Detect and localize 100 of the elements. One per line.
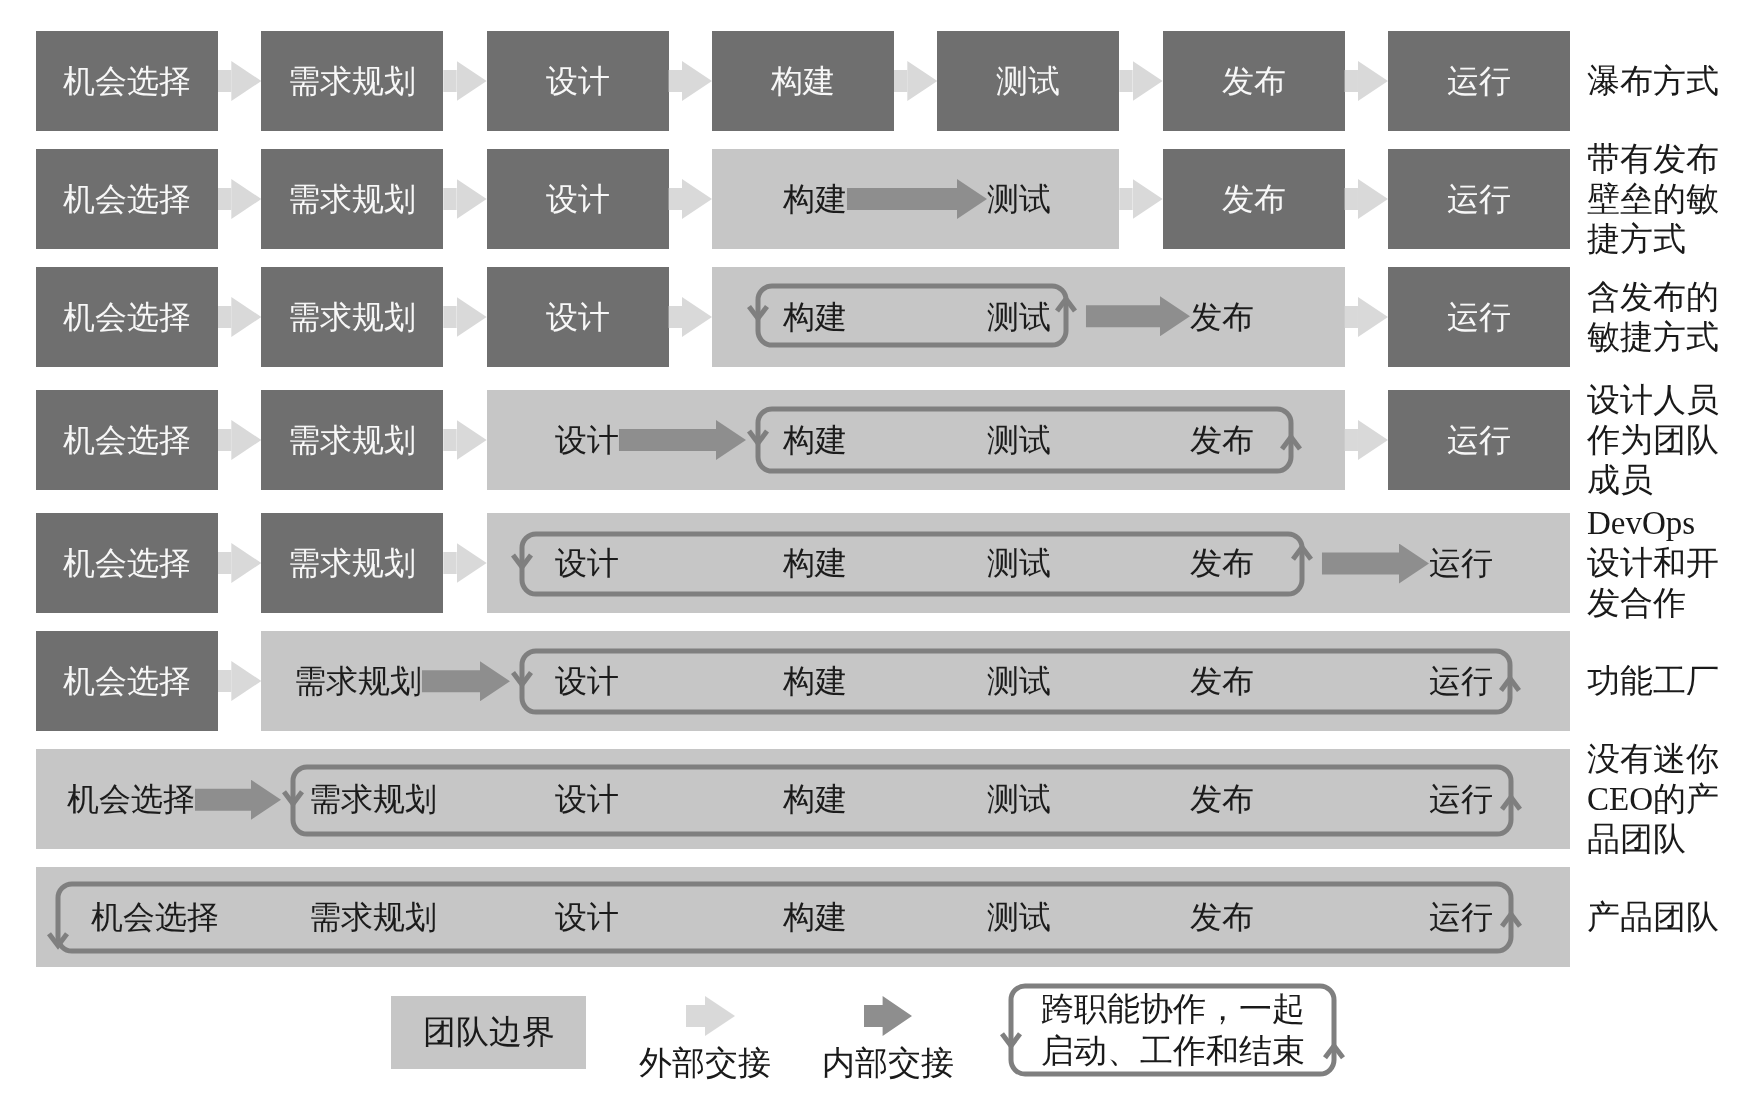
- handoff-arrow: [443, 420, 487, 460]
- handoff-arrow: [218, 297, 262, 337]
- stage-box: 需求规划: [261, 390, 444, 490]
- handoff-arrow: [1119, 179, 1163, 219]
- handoff-arrow: [218, 179, 262, 219]
- stage-label: 发布: [1190, 898, 1254, 936]
- team-band: [486, 390, 1345, 490]
- stage-label: 测试: [987, 662, 1051, 700]
- handoff-arrow: [443, 179, 487, 219]
- stage-label: 发布: [1190, 298, 1254, 336]
- handoff-arrow: [1086, 296, 1190, 337]
- row-label: DevOps设计和开发合作: [1587, 504, 1720, 623]
- handoff-arrow: [668, 61, 712, 101]
- stage-label: 构建: [783, 298, 847, 336]
- row-label: 功能工厂: [1587, 662, 1720, 701]
- stage-box: 机会选择: [36, 390, 218, 490]
- stage-box: 机会选择: [36, 31, 218, 131]
- row-label: 没有迷你CEO的产品团队: [1587, 740, 1720, 859]
- stage-label: 测试: [987, 180, 1051, 218]
- stage-box: 需求规划: [261, 31, 444, 131]
- stage-box: 运行: [1387, 267, 1570, 367]
- stage-label: 机会选择: [91, 898, 219, 936]
- stage-box: 需求规划: [261, 149, 444, 249]
- stage-label: 发布: [1190, 544, 1254, 582]
- stage-label: 测试: [987, 780, 1051, 818]
- handoff-arrow: [443, 297, 487, 337]
- stage-label: 发布: [1190, 421, 1254, 459]
- legend-label: 内部交接: [822, 1045, 954, 1083]
- stage-box: 发布: [1162, 149, 1345, 249]
- row-label: 瀑布方式: [1587, 62, 1720, 101]
- stage-label: 需求规划: [309, 780, 437, 818]
- stage-label: 设计: [555, 898, 619, 936]
- team-band: [712, 267, 1345, 367]
- stage-box: 构建: [712, 31, 894, 131]
- handoff-arrow: [443, 61, 487, 101]
- handoff-arrow: [619, 420, 746, 460]
- stage-box: 运行: [1387, 31, 1570, 131]
- handoff-arrow: [668, 179, 712, 219]
- handoff-arrow: [1344, 297, 1388, 337]
- stage-box: 机会选择: [36, 631, 218, 731]
- legend-swatch: 团队边界: [391, 996, 586, 1069]
- stage-label: 机会选择: [67, 780, 195, 818]
- handoff-arrow: [218, 543, 262, 583]
- stage-box: 机会选择: [36, 513, 218, 613]
- team-band: [261, 631, 1570, 731]
- stage-box: 机会选择: [36, 267, 218, 367]
- stage-label: 运行: [1429, 780, 1493, 818]
- stage-box: 设计: [486, 149, 669, 249]
- stage-label: 发布: [1190, 662, 1254, 700]
- handoff-arrow: [195, 779, 281, 820]
- stage-label: 测试: [987, 298, 1051, 336]
- handoff-arrow: [894, 61, 938, 101]
- stage-label: 运行: [1429, 544, 1493, 582]
- stage-label: 测试: [987, 544, 1051, 582]
- stage-label: 设计: [555, 421, 619, 459]
- handoff-arrow: [1344, 420, 1388, 460]
- stage-box: 测试: [937, 31, 1120, 131]
- stage-box: 运行: [1387, 390, 1570, 490]
- team-band: [712, 149, 1120, 249]
- stage-label: 运行: [1429, 662, 1493, 700]
- stage-label: 构建: [783, 421, 847, 459]
- row-label: 设计人员作为团队成员: [1587, 381, 1720, 500]
- handoff-arrow: [1119, 61, 1163, 101]
- stage-label: 设计: [555, 780, 619, 818]
- stage-box: 需求规划: [261, 267, 444, 367]
- team-band: [36, 867, 1570, 967]
- handoff-arrow: [218, 61, 262, 101]
- stage-label: 构建: [783, 180, 847, 218]
- handoff-arrow: [668, 297, 712, 337]
- stage-box: 运行: [1387, 149, 1570, 249]
- row-label: 含发布的敏捷方式: [1587, 278, 1720, 357]
- stage-label: 发布: [1190, 780, 1254, 818]
- stage-label: 需求规划: [294, 662, 422, 700]
- stage-box: 需求规划: [261, 513, 444, 613]
- stage-label: 构建: [783, 544, 847, 582]
- handoff-arrow: [1344, 179, 1388, 219]
- legend-label: 外部交接: [639, 1045, 771, 1083]
- stage-label: 需求规划: [309, 898, 437, 936]
- handoff-arrow: [1322, 543, 1429, 584]
- stage-box: 设计: [486, 267, 669, 367]
- stage-box: 发布: [1162, 31, 1345, 131]
- handoff-arrow: [443, 543, 487, 583]
- stage-label: 设计: [555, 662, 619, 700]
- row-label: 带有发布壁垒的敏捷方式: [1587, 140, 1720, 259]
- stage-label: 构建: [783, 780, 847, 818]
- handoff-arrow: [422, 661, 510, 702]
- handoff-arrow: [218, 420, 262, 460]
- stage-label: 构建: [783, 898, 847, 936]
- team-band: [486, 513, 1570, 613]
- legend-loop: 跨职能协作，一起启动、工作和结束: [999, 981, 1346, 1079]
- stage-label: 测试: [987, 898, 1051, 936]
- handoff-arrow: [847, 179, 987, 219]
- row-label: 产品团队: [1587, 898, 1720, 937]
- team-band: [36, 749, 1570, 849]
- stage-box: 机会选择: [36, 149, 218, 249]
- stage-label: 运行: [1429, 898, 1493, 936]
- handoff-arrow: [1344, 61, 1388, 101]
- handoff-arrow: [218, 661, 262, 701]
- stage-label: 构建: [783, 662, 847, 700]
- stage-label: 测试: [987, 421, 1051, 459]
